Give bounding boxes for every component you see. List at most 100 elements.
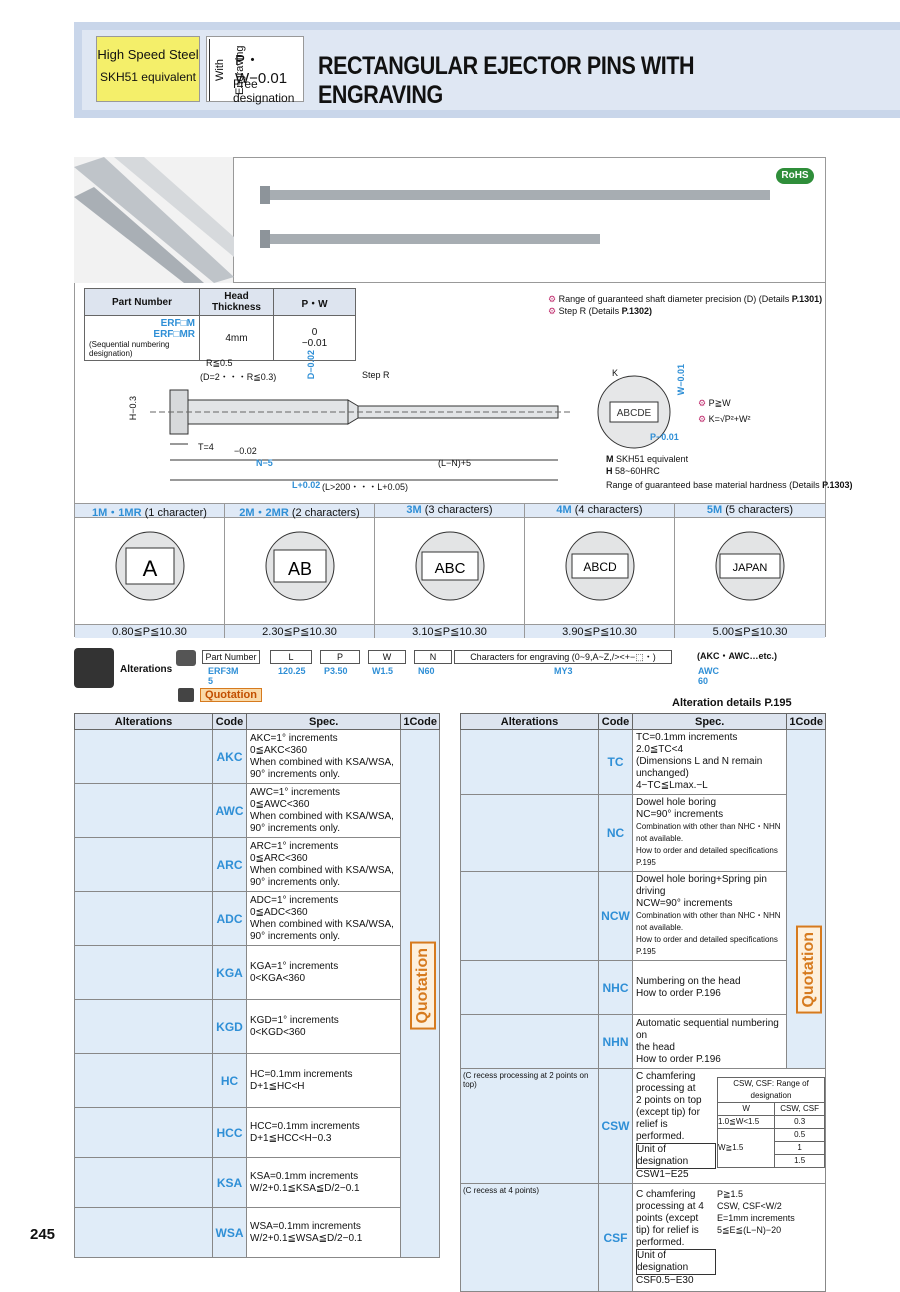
char-3m-range: 3.10≦P≦10.30 (375, 624, 524, 638)
rt-quotation-col (786, 729, 826, 1069)
material-line1: High Speed Steel (97, 47, 199, 62)
p-label: P−0.01 (650, 432, 679, 442)
material-line2: SKH51 equivalent (99, 70, 197, 84)
tc-diagram (460, 729, 599, 795)
nc-diagram (460, 794, 599, 872)
svg-text:ABC: ABC (435, 560, 466, 577)
alterations-label: Alterations (120, 664, 173, 675)
w-label: W−0.01 (676, 364, 686, 396)
h-label: H−0.3 (128, 396, 138, 421)
quotation-button[interactable]: Quotation (200, 688, 262, 702)
left-quotation-label: Quotation (410, 942, 436, 1030)
svg-text:A: A (143, 556, 158, 581)
csf-notes: P≧1.5 CSW, CSF<W/2 E=1mm increments 5≦E≦… (717, 1189, 795, 1235)
k-formula: ⚙ K=√P²+W² (698, 414, 751, 424)
spec-table: Part Number Head Thickness P・W ERF□M ERF… (84, 288, 356, 361)
char-2m-range: 2.30≦P≦10.30 (225, 624, 374, 638)
rt-head-code: Code (598, 713, 633, 730)
step-r-label: Step R (362, 370, 390, 380)
note-precision: ⚙ Range of guaranteed shaft diameter pre… (548, 294, 823, 304)
truck-icon (178, 688, 194, 702)
pn-val-w: W1.5 (372, 666, 394, 676)
char-4m-range: 3.90≦P≦10.30 (525, 624, 674, 638)
r-detail: (D=2・・・R≦0.3) (200, 372, 277, 382)
alteration-details: Alteration details P.195 (672, 697, 792, 709)
svg-text:AB: AB (288, 559, 312, 579)
n-label: N−5 (256, 458, 273, 468)
page-title: RECTANGULAR EJECTOR PINS WITH ENGRAVING (318, 52, 695, 109)
char-col-3m: 3M (3 characters) ABC 3.10≦P≦10.30 (375, 504, 525, 638)
spec-head-thickness: Head Thickness (199, 288, 274, 316)
end-view-drawing: ABCDE (597, 375, 671, 449)
pn-box-chars: Characters for engraving (0~9,A~Z,/><+−⬚… (454, 650, 672, 664)
char-col-4m: 4M (4 characters) ABCD 3.90≦P≦10.30 (525, 504, 675, 638)
note-icon: ⚙ (548, 306, 557, 316)
spec-head-part: Part Number (84, 288, 200, 316)
char-1m-range: 0.80≦P≦10.30 (75, 624, 224, 638)
lt-head-code: Code (212, 713, 247, 730)
kgd-diagram (74, 999, 213, 1054)
csw-diagram: (C recess processing at 2 points on top) (460, 1068, 599, 1184)
ksa-diagram (74, 1157, 213, 1208)
char-col-5m: 5M (5 characters) JAPAN 5.00≦P≦10.30 (675, 504, 825, 638)
alterations-icon (74, 648, 114, 688)
pin-dimension-drawing (150, 389, 570, 481)
pn-val-chars: MY3 (554, 666, 573, 676)
lt-head-alt: Alterations (74, 713, 213, 730)
pin-photo-image (260, 186, 770, 248)
note-step-r: ⚙ Step R (Details P.1302) (548, 306, 653, 316)
hardness-range-note: Range of guaranteed base material hardne… (606, 480, 853, 490)
ln-label: (L−N)+5 (438, 458, 472, 468)
p-ge-w: ⚙ P≧W (698, 398, 731, 408)
l-label: L+0.02 (292, 480, 321, 490)
phone-icon (176, 650, 196, 666)
lt-head-spec: Spec. (245, 713, 402, 730)
rt-head-1code: 1Code (786, 713, 826, 730)
engraving-vertical-label: With Engraving (209, 39, 246, 101)
ncw-diagram (460, 871, 599, 961)
wsa-diagram (74, 1207, 213, 1258)
k-label: K (612, 368, 619, 378)
arc-diagram (74, 837, 213, 892)
left-alteration-table: Alterations Code Spec. 1Code AKC AKC=1° … (74, 713, 440, 1258)
hardness-note: H 58~60HRC (606, 466, 660, 476)
t-label: T=4 (198, 442, 214, 452)
pn-val-p: P3.50 (324, 666, 348, 676)
end-view-engraving: ABCDE (617, 408, 652, 419)
tol-bottom: −0.01 (301, 338, 328, 349)
t-tol: −0.02 (234, 446, 257, 456)
rohs-badge: RoHS (776, 168, 814, 184)
engraving-box: With Engraving P・W−0.01 Free designation (206, 36, 304, 105)
pn-box-l: L (270, 650, 312, 664)
part-number-note: (Sequential numbering designation) (89, 340, 170, 358)
char-col-2m: 2M・2MR (2 characters) AB 2.30≦P≦10.30 (225, 504, 375, 638)
r-label: R≦0.5 (206, 358, 233, 368)
material-note: M SKH51 equivalent (606, 454, 689, 464)
pn-box-w: W (368, 650, 406, 664)
product-photo-closeup (74, 157, 234, 283)
pn-val-l: 120.25 (278, 666, 306, 676)
csf-diagram: (C recess at 4 points) (460, 1183, 599, 1292)
char-2m-drawing: AB (265, 531, 335, 601)
char-1m-drawing: A (115, 531, 185, 601)
note-icon: ⚙ (548, 294, 557, 304)
table-row: (C recess processing at 2 points on top)… (460, 1068, 826, 1184)
pn-box-alt: (AKC・AWC…etc.) (682, 650, 792, 664)
adc-diagram (74, 891, 213, 946)
spec-head-pw: P・W (273, 288, 356, 316)
char-5m-range: 5.00≦P≦10.30 (675, 624, 825, 638)
pn-box-p: P (320, 650, 360, 664)
